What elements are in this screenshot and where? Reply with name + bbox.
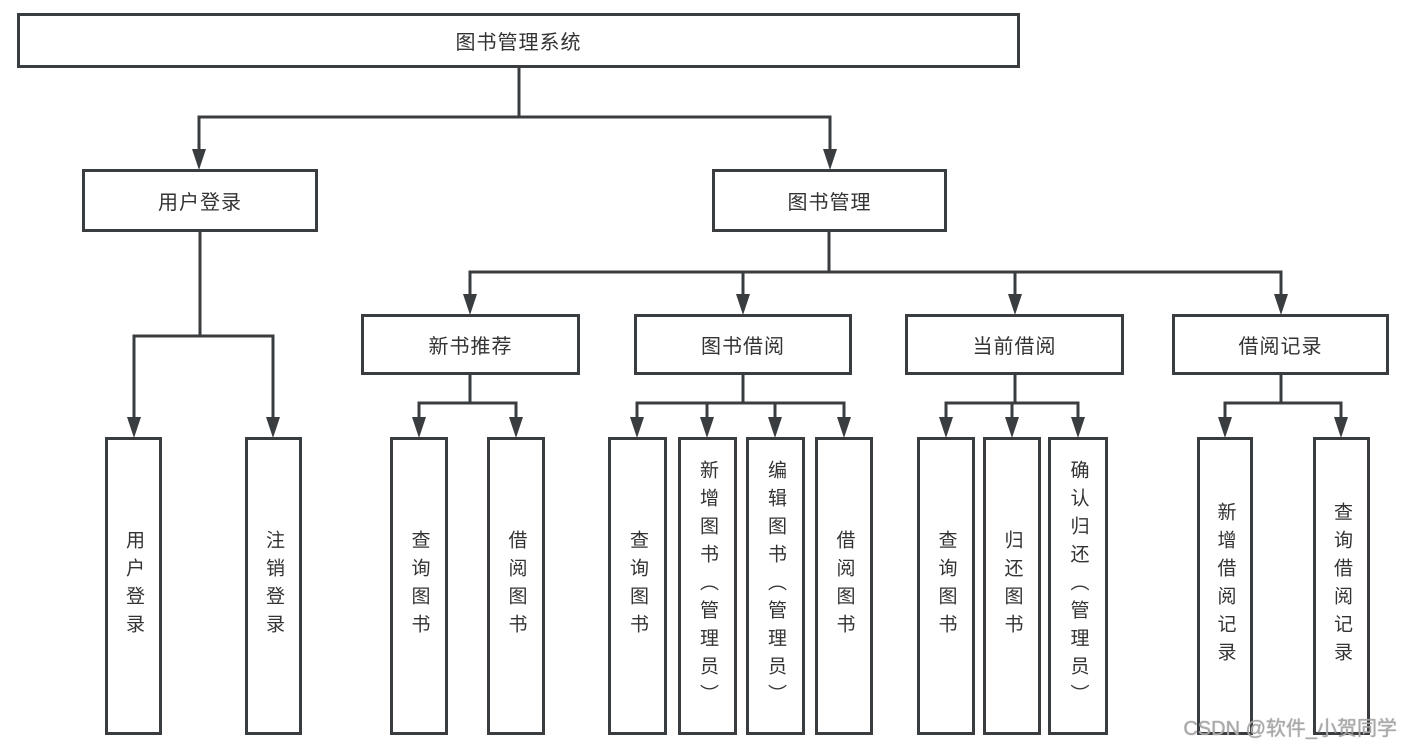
leaf-borrow-books-1-label: 借阅图书 xyxy=(505,530,527,642)
csdn-watermark: CSDN @软件_小贺同学 xyxy=(1183,718,1397,740)
leaf-confirm-return-admin-label: 确认归还（管理员） xyxy=(1067,460,1089,712)
leaf-query-books-1: 查询图书 xyxy=(390,437,448,735)
leaf-add-borrow-record: 新增借阅记录 xyxy=(1197,437,1253,735)
leaf-query-books-3-label: 查询图书 xyxy=(935,530,957,642)
leaf-edit-books-admin-label: 编辑图书（管理员） xyxy=(765,460,786,712)
node-current-borrow-label: 当前借阅 xyxy=(972,336,1057,358)
node-borrow-records-label: 借阅记录 xyxy=(1238,336,1323,358)
node-borrow-records: 借阅记录 xyxy=(1172,314,1389,375)
leaf-logout: 注销登录 xyxy=(245,437,302,735)
leaf-return-books-label: 归还图书 xyxy=(1001,530,1023,642)
node-user-login-group: 用户登录 xyxy=(82,169,318,232)
leaf-user-login: 用户登录 xyxy=(105,437,162,735)
leaf-query-borrow-record: 查询借阅记录 xyxy=(1313,437,1370,735)
leaf-query-books-1-label: 查询图书 xyxy=(408,530,430,642)
node-root-system-label: 图书管理系统 xyxy=(455,32,582,54)
leaf-logout-label: 注销登录 xyxy=(263,530,284,642)
leaf-query-borrow-record-label: 查询借阅记录 xyxy=(1331,502,1352,670)
leaf-query-books-2: 查询图书 xyxy=(608,437,667,735)
leaf-borrow-books-1: 借阅图书 xyxy=(487,437,545,735)
node-new-book-recommend: 新书推荐 xyxy=(361,314,580,375)
node-root-system: 图书管理系统 xyxy=(17,13,1020,68)
leaf-borrow-books-2-label: 借阅图书 xyxy=(833,530,855,642)
leaf-add-books-admin-label: 新增图书（管理员） xyxy=(697,460,718,712)
leaf-borrow-books-2: 借阅图书 xyxy=(815,437,873,735)
leaf-confirm-return-admin: 确认归还（管理员） xyxy=(1048,437,1108,735)
node-new-book-recommend-label: 新书推荐 xyxy=(428,336,513,358)
node-user-login-group-label: 用户登录 xyxy=(158,192,242,214)
leaf-return-books: 归还图书 xyxy=(983,437,1041,735)
leaf-user-login-label: 用户登录 xyxy=(123,530,144,642)
node-book-borrow-label: 图书借阅 xyxy=(701,336,785,358)
node-current-borrow: 当前借阅 xyxy=(905,314,1124,375)
leaf-add-borrow-record-label: 新增借阅记录 xyxy=(1214,502,1236,670)
leaf-add-books-admin: 新增图书（管理员） xyxy=(678,437,737,735)
node-book-borrow: 图书借阅 xyxy=(634,314,852,375)
leaf-query-books-2-label: 查询图书 xyxy=(627,530,648,642)
node-book-management: 图书管理 xyxy=(712,169,947,232)
leaf-query-books-3: 查询图书 xyxy=(917,437,975,735)
node-book-management-label: 图书管理 xyxy=(787,192,872,214)
leaf-edit-books-admin: 编辑图书（管理员） xyxy=(746,437,805,735)
